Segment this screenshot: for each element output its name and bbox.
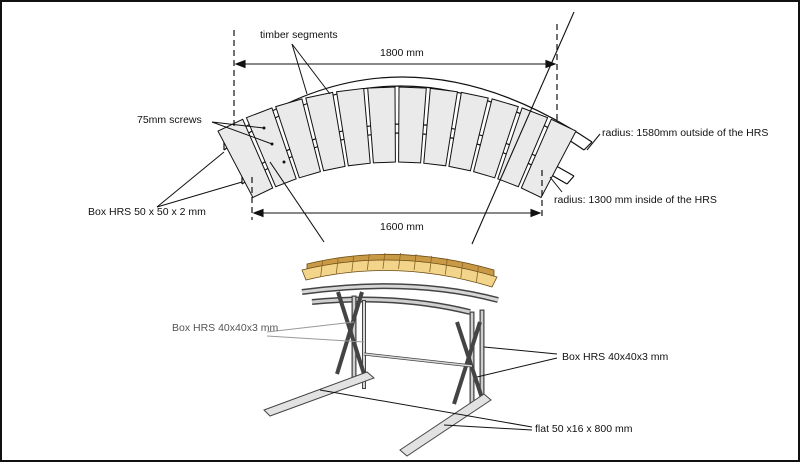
label-flat-bar: flat 50 x16 x 800 mm [535,423,633,435]
timber-segment [448,91,489,172]
label-radius-inside: radius: 1300 mm inside of the HRS [554,194,717,206]
radial-lines [269,11,575,245]
frame-posts [351,295,485,410]
timber-segments [217,86,577,199]
label-timber-segments: timber segments [260,29,338,41]
wooden-seat [301,252,498,288]
label-radius-outside: radius: 1580mm outside of the HRS [602,127,768,139]
dimension-lines [234,59,557,218]
label-box-hrs-40-left: Box HRS 40x40x3 mm [172,322,278,334]
timber-segment [398,86,427,164]
cross-braces [335,291,484,405]
timber-segment [497,107,549,188]
seat-slat-division [460,261,464,279]
timber-segment [305,91,346,172]
timber-segment [367,86,396,164]
seat-slats [320,252,479,282]
seat-slat-division [366,253,370,270]
seat-slat-division [335,257,339,275]
seat-slat-division [382,252,386,270]
seat-slat-division [444,258,448,275]
seat-slat-division [398,252,401,270]
timber-segment [472,98,519,179]
leader-lines [156,43,601,208]
extension-lines [233,24,558,220]
seat-slat-division [429,255,433,272]
seat-slat-division [320,260,323,277]
plan-view: timber segments 1800 mm 1600 mm 75mm scr… [88,11,768,245]
seat-slat-division [476,265,479,282]
timber-segment [520,118,577,199]
timber-segment [423,87,458,167]
screw-marks [262,126,286,164]
curved-rails [301,283,499,315]
label-box-hrs-50: Box HRS 50 x 50 x 2 mm [88,206,206,218]
timber-segment [275,98,322,179]
seat-slat-division [413,253,417,271]
leader-lines-bench [266,321,558,431]
label-screws: 75mm screws [137,114,202,126]
label-dimension-1800: 1800 mm [380,47,424,59]
seat-slat-division [351,255,355,272]
label-dimension-1600: 1600 mm [380,221,424,233]
label-box-hrs-40-right: Box HRS 40x40x3 mm [562,351,668,363]
timber-segment [336,87,371,167]
isometric-view: Box HRS 40x40x3 mm Box HRS 40x40x3 mm fl… [172,252,668,457]
